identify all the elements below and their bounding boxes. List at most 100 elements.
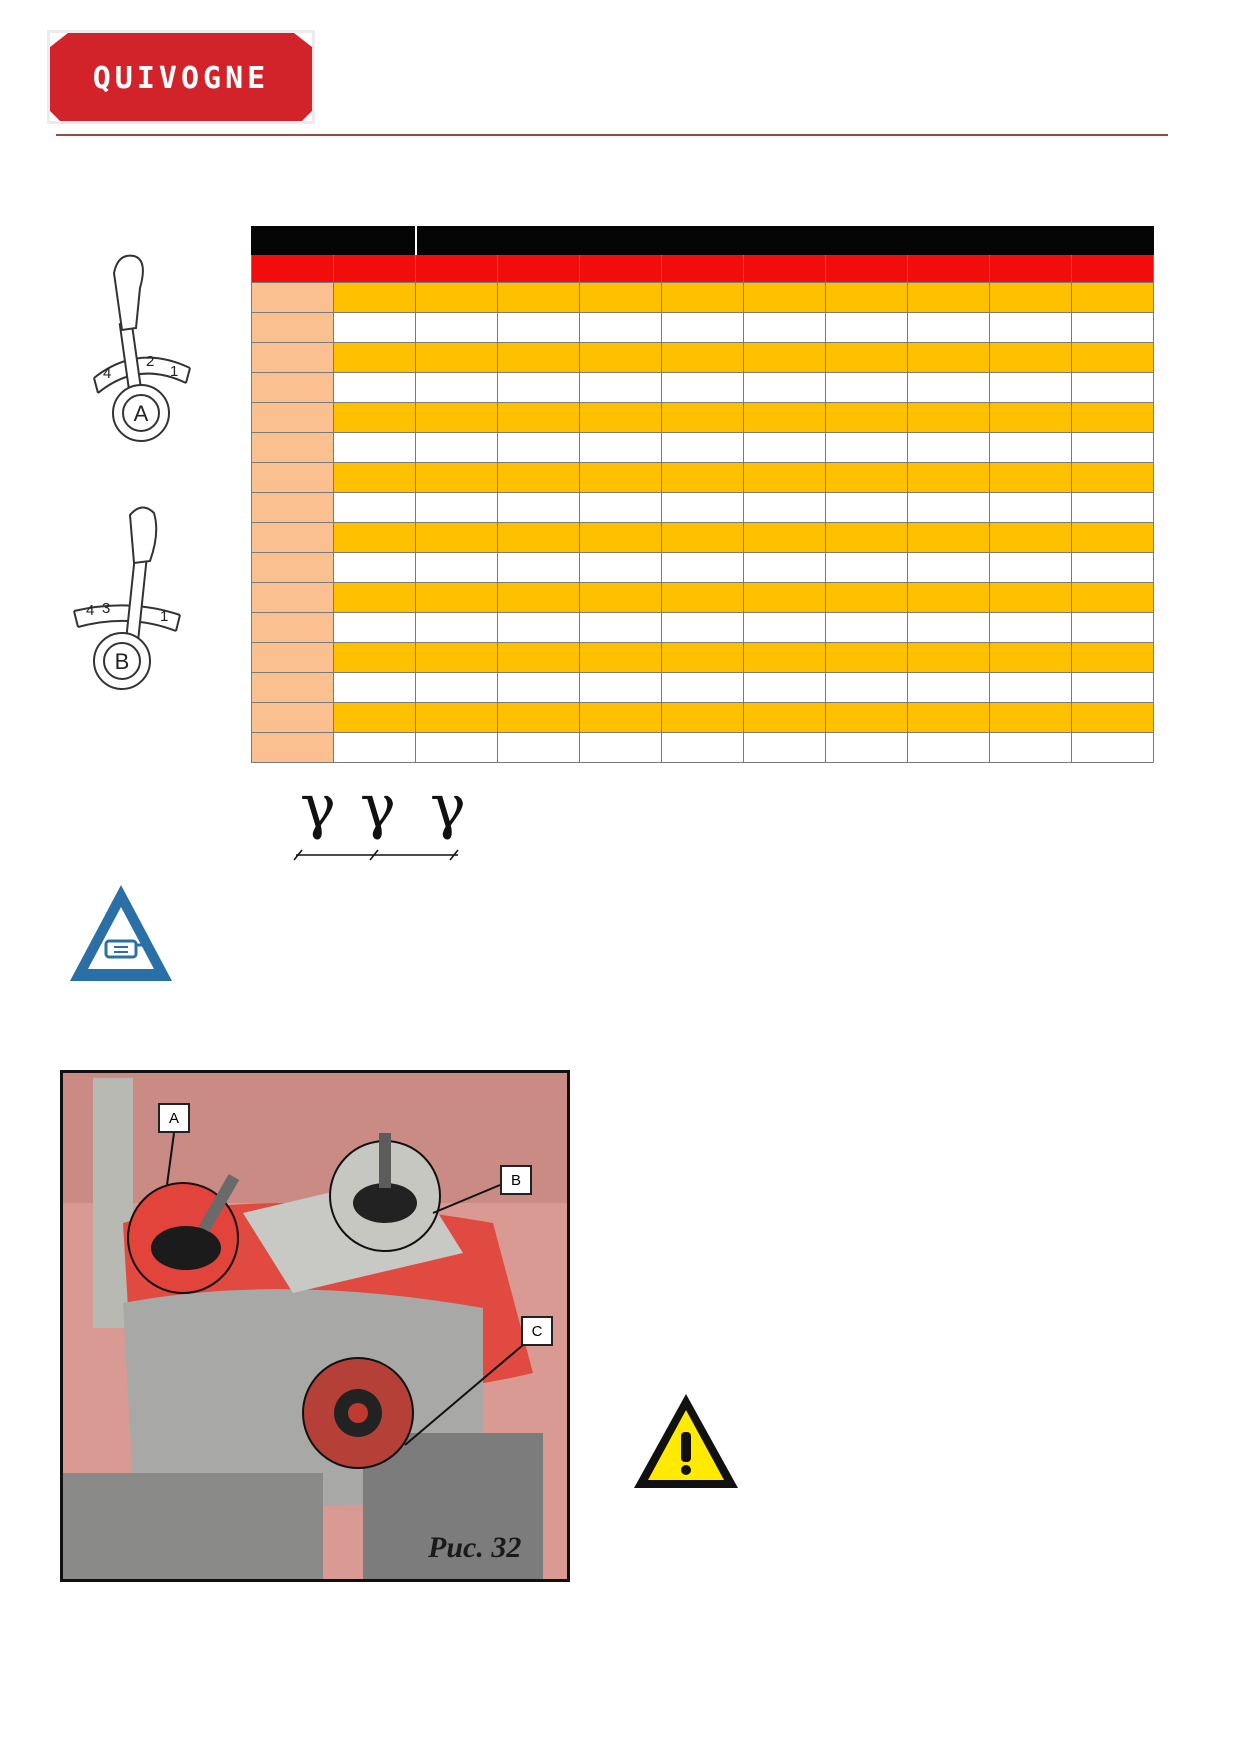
table-cell	[1071, 642, 1154, 673]
table-cell	[907, 732, 990, 763]
table-header-cell	[579, 254, 662, 283]
table-cell	[743, 552, 826, 583]
table-row	[251, 372, 1154, 403]
table-cell	[415, 642, 498, 673]
table-cell	[825, 672, 908, 703]
table-header-black-row	[251, 226, 1154, 255]
table-cell	[579, 372, 662, 403]
table-cell	[497, 492, 580, 523]
table-row-label-cell	[251, 402, 334, 433]
table-cell	[907, 612, 990, 643]
table-cell	[415, 582, 498, 613]
table-cell	[1071, 582, 1154, 613]
speed-table	[251, 226, 1154, 763]
table-cell	[1071, 612, 1154, 643]
table-header-cell	[661, 254, 744, 283]
table-cell	[579, 672, 662, 703]
table-cell	[743, 372, 826, 403]
table-cell	[1071, 672, 1154, 703]
callout-a: A	[158, 1103, 190, 1133]
table-header-cell	[333, 254, 416, 283]
table-cell	[415, 492, 498, 523]
table-cell	[825, 552, 908, 583]
table-cell	[825, 282, 908, 313]
table-cell	[1071, 342, 1154, 373]
table-cell	[415, 702, 498, 733]
table-cell	[743, 432, 826, 463]
table-cell	[661, 342, 744, 373]
table-cell	[579, 732, 662, 763]
table-cell	[497, 732, 580, 763]
table-cell	[333, 432, 416, 463]
table-cell	[825, 702, 908, 733]
table-cell	[415, 342, 498, 373]
table-cell	[825, 612, 908, 643]
table-row	[251, 642, 1154, 673]
table-cell	[989, 672, 1072, 703]
gamma-1: γ	[300, 772, 336, 842]
table-cell	[743, 582, 826, 613]
lever-a-pos-1: 4	[103, 365, 111, 382]
table-cell	[1071, 402, 1154, 433]
table-cell	[743, 312, 826, 343]
table-row	[251, 702, 1154, 733]
lever-b-letter: B	[115, 649, 130, 674]
table-cell	[333, 492, 416, 523]
table-cell	[333, 732, 416, 763]
table-cell	[497, 522, 580, 553]
table-cell	[907, 372, 990, 403]
table-cell	[907, 582, 990, 613]
table-cell	[1071, 492, 1154, 523]
table-row-label-cell	[251, 282, 334, 313]
table-cell	[579, 462, 662, 493]
table-header-cell	[415, 254, 498, 283]
table-cell	[497, 702, 580, 733]
table-cell	[661, 672, 744, 703]
table-cell	[661, 612, 744, 643]
table-cell	[579, 282, 662, 313]
gearbox-photo: A B C Рис. 32	[60, 1070, 570, 1582]
table-cell	[415, 732, 498, 763]
table-cell	[989, 402, 1072, 433]
table-cell	[661, 642, 744, 673]
table-cell	[497, 552, 580, 583]
table-cell	[825, 462, 908, 493]
table-row-label-cell	[251, 582, 334, 613]
table-cell	[907, 342, 990, 373]
table-header-cell	[497, 254, 580, 283]
table-row	[251, 432, 1154, 463]
header-divider	[56, 134, 1168, 136]
table-cell	[825, 732, 908, 763]
table-cell	[907, 642, 990, 673]
table-cell	[579, 402, 662, 433]
table-header-red-row	[251, 254, 1154, 283]
lever-a-letter: A	[134, 401, 149, 426]
table-cell	[989, 372, 1072, 403]
table-cell	[579, 552, 662, 583]
table-row-label-cell	[251, 432, 334, 463]
table-cell	[333, 582, 416, 613]
table-cell	[497, 312, 580, 343]
lever-a-diagram: A 4 2 1	[78, 248, 208, 448]
table-cell	[579, 582, 662, 613]
table-row-label-cell	[251, 372, 334, 403]
brand-logo: QUIVOGNE	[50, 33, 312, 121]
table-row	[251, 462, 1154, 493]
table-cell	[333, 672, 416, 703]
table-cell	[333, 462, 416, 493]
table-cell	[579, 612, 662, 643]
table-cell	[1071, 552, 1154, 583]
table-cell	[907, 702, 990, 733]
table-cell	[743, 282, 826, 313]
table-row	[251, 402, 1154, 433]
table-cell	[989, 462, 1072, 493]
table-header-cell	[1071, 254, 1154, 283]
table-cell	[579, 342, 662, 373]
table-row	[251, 612, 1154, 643]
table-cell	[497, 672, 580, 703]
lever-b-diagram: B 4 3 1	[60, 503, 210, 703]
table-cell	[415, 522, 498, 553]
table-cell	[333, 282, 416, 313]
table-cell	[825, 642, 908, 673]
table-cell	[743, 492, 826, 523]
